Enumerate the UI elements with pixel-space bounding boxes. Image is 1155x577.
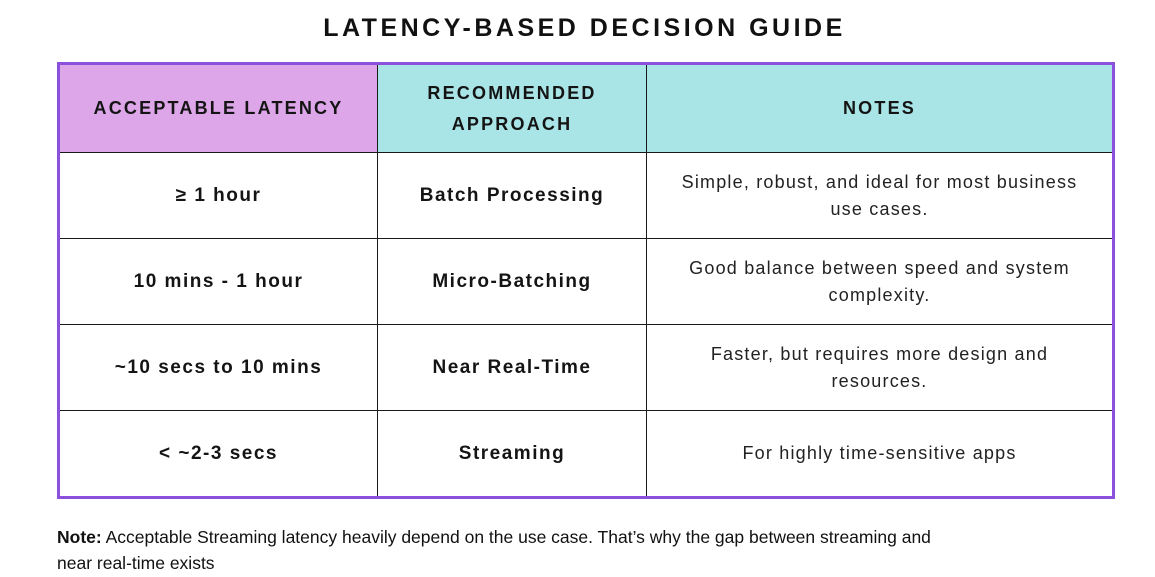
footnote: Note: Acceptable Streaming latency heavi…: [57, 524, 1115, 577]
approach-cell: Streaming: [377, 410, 647, 498]
table-header-row: ACCEPTABLE LATENCY RECOMMENDED APPROACH …: [58, 63, 1114, 153]
table-row: ~10 secs to 10 mins Near Real-Time Faste…: [58, 324, 1114, 411]
table-row: ≥ 1 hour Batch Processing Simple, robust…: [58, 152, 1114, 239]
table-row: 10 mins - 1 hour Micro-Batching Good bal…: [58, 238, 1114, 325]
header-recommended-approach: RECOMMENDED APPROACH: [377, 63, 647, 153]
approach-cell: Micro-Batching: [377, 238, 647, 325]
latency-cell: ~10 secs to 10 mins: [58, 324, 378, 411]
latency-cell: < ~2-3 secs: [58, 410, 378, 498]
latency-cell: ≥ 1 hour: [58, 152, 378, 239]
decision-guide-table: ACCEPTABLE LATENCY RECOMMENDED APPROACH …: [57, 62, 1115, 499]
footnote-text-1: Acceptable Streaming latency heavily dep…: [101, 527, 931, 547]
footnote-label: Note:: [57, 527, 102, 547]
notes-cell: For highly time-sensitive apps: [646, 410, 1114, 498]
page-title: LATENCY-BASED DECISION GUIDE: [323, 14, 846, 42]
notes-cell: Faster, but requires more design and res…: [646, 324, 1114, 411]
footnote-line-1: Note: Acceptable Streaming latency heavi…: [57, 524, 1115, 550]
approach-cell: Batch Processing: [377, 152, 647, 239]
header-acceptable-latency: ACCEPTABLE LATENCY: [58, 63, 378, 153]
footnote-line-2: near real-time exists: [57, 553, 215, 574]
header-notes: NOTES: [646, 63, 1114, 153]
notes-cell: Simple, robust, and ideal for most busin…: [646, 152, 1114, 239]
latency-cell: 10 mins - 1 hour: [58, 238, 378, 325]
table-row: < ~2-3 secs Streaming For highly time-se…: [58, 410, 1114, 498]
approach-cell: Near Real-Time: [377, 324, 647, 411]
notes-cell: Good balance between speed and system co…: [646, 238, 1114, 325]
